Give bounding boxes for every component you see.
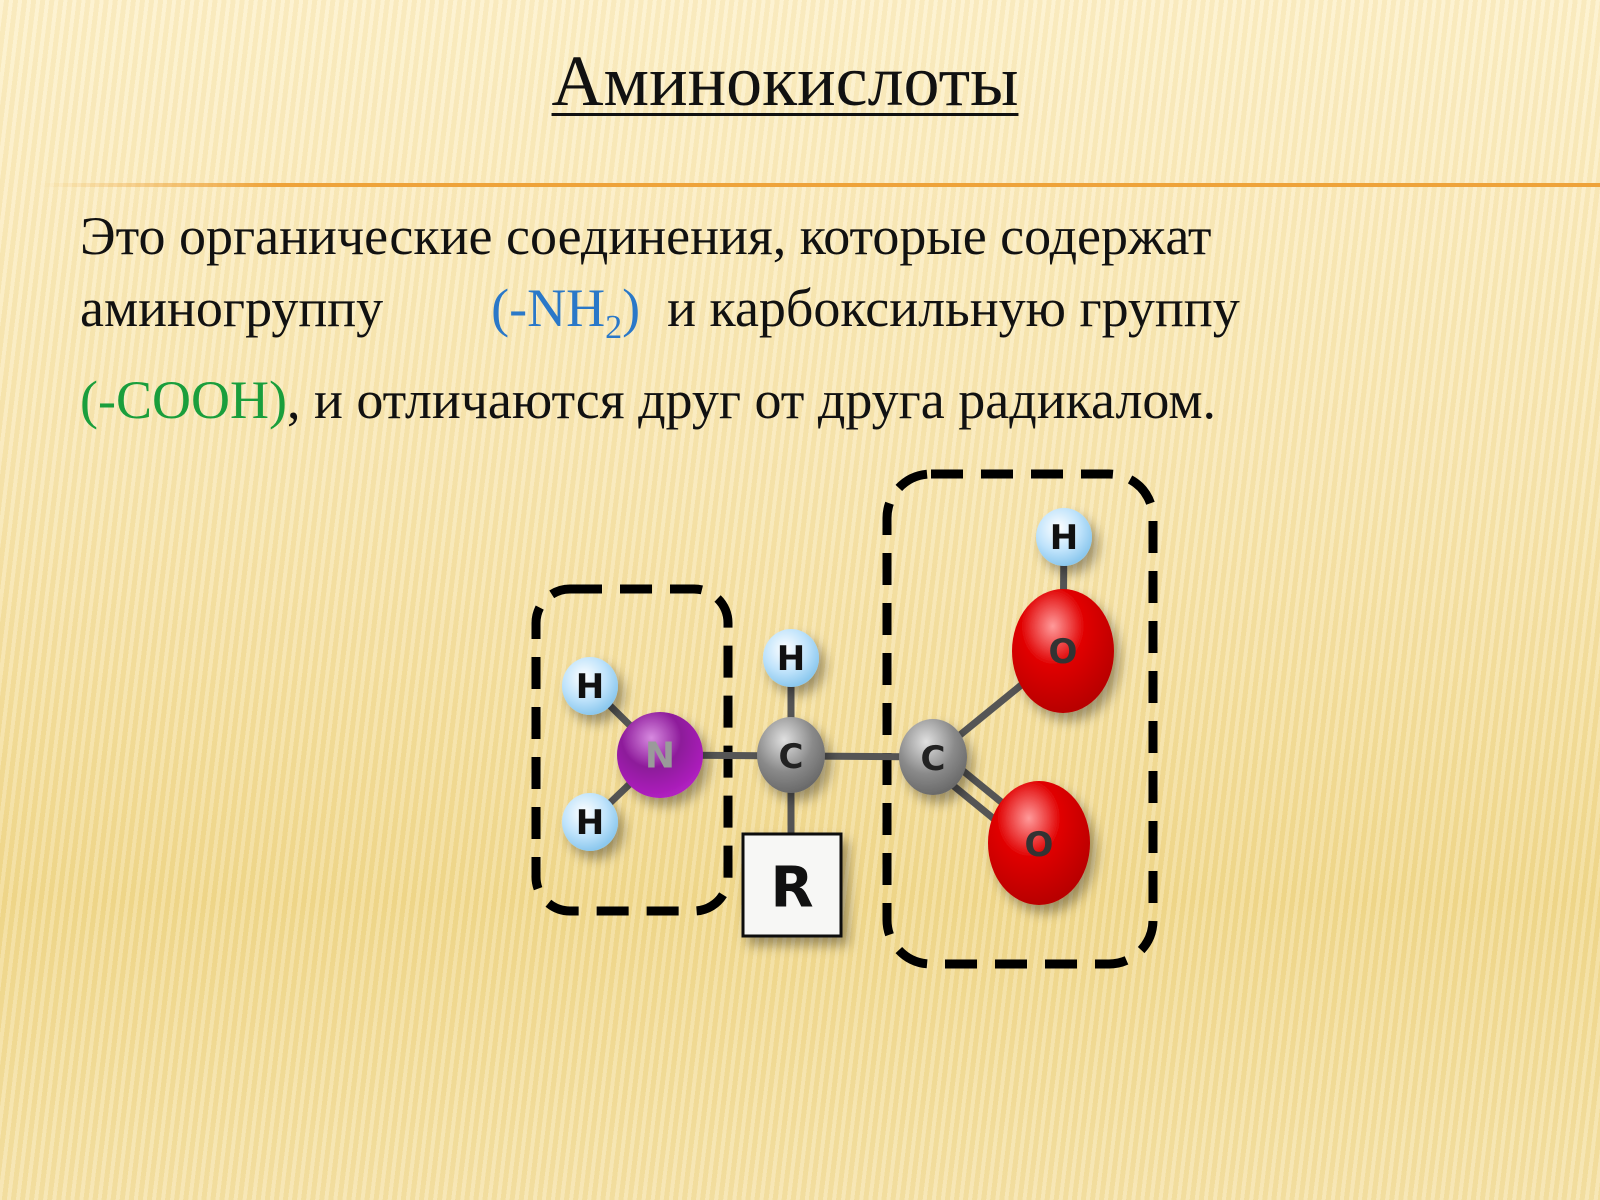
atom-label: N	[645, 736, 675, 777]
carboxyl-group-formula: (-COOH)	[80, 369, 287, 430]
hydrogen-atom	[763, 629, 819, 687]
hydrogen-atom	[562, 657, 618, 715]
atom-label: H	[576, 667, 604, 707]
atom-label: H	[1050, 518, 1078, 558]
hydrogen-atom	[562, 793, 618, 851]
hydrogen-atom	[1036, 508, 1092, 566]
atom-label: C	[921, 739, 946, 779]
atom-label: H	[576, 803, 604, 843]
text: )	[622, 278, 641, 338]
title-text: Аминокислоты	[551, 41, 1019, 121]
slide-body: Это органические соединения, которые сод…	[80, 200, 1580, 436]
text: и карбоксильную группу	[640, 278, 1240, 338]
text: аминогруппу	[80, 278, 492, 338]
oxygen-atom	[988, 781, 1090, 905]
carboxyl-group-box	[882, 469, 1158, 969]
text: , и отличаются друг от друга радикалом.	[286, 369, 1217, 430]
bonds	[587, 536, 1068, 853]
carbon-atom	[899, 719, 967, 795]
carbon-atom	[757, 717, 825, 793]
atom-label: O	[1025, 825, 1054, 865]
title-divider	[40, 183, 1600, 187]
text: (-NH	[491, 278, 606, 338]
atom-label: H	[777, 639, 805, 679]
nitrogen-atom	[617, 712, 703, 798]
radical-box	[741, 832, 843, 938]
slide-title: Аминокислоты	[0, 40, 1570, 123]
atom-label: C	[779, 737, 804, 777]
radical-label: R	[770, 856, 813, 921]
body-line-1: Это органические соединения, которые сод…	[80, 206, 1212, 266]
body-line-3: (-COOH), и отличаются друг от друга ради…	[80, 364, 1580, 436]
amino-group-box	[531, 584, 733, 916]
body-line-2: аминогруппу (-NH2) и карбоксильную групп…	[80, 272, 1580, 364]
amino-group-formula: (-NH2)	[491, 278, 641, 346]
subscript: 2	[605, 308, 623, 346]
oxygen-atom	[1012, 589, 1114, 713]
atom-label: O	[1049, 632, 1078, 672]
